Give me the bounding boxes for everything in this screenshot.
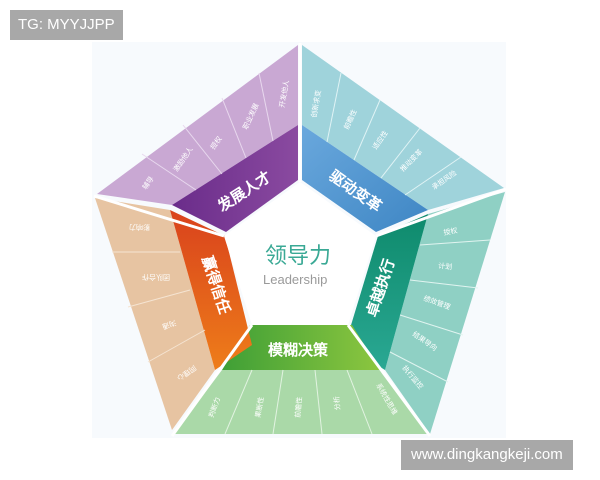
watermark-bottom: www.dingkangkeji.com bbox=[401, 440, 573, 470]
section-separators bbox=[93, 43, 507, 437]
section-earn-trust: 影响力 团队合作 沟通 同理心 赢得信任 bbox=[95, 198, 252, 430]
outer-band-earn-trust bbox=[95, 198, 215, 430]
dividers-fuzzy-decision bbox=[224, 369, 373, 435]
inner-band-excellent-execution bbox=[345, 214, 428, 370]
section-fuzzy-decision: 判断力 果断性 前瞻性 分析 系统性思维 模糊决策 bbox=[174, 325, 428, 435]
section-develop-talent: 辅导 激励他人 授权 职业发展 开发他人 发展人才 bbox=[97, 45, 298, 232]
watermark-top: TG: MYYJJPP bbox=[10, 10, 123, 40]
inner-band-earn-trust bbox=[170, 210, 252, 370]
inner-band-drive-change bbox=[302, 125, 428, 232]
section-drive-change: 创新求变 前瞻性 适应性 推动变革 承担风险 驱动变革 bbox=[302, 45, 504, 232]
outer-band-excellent-execution bbox=[385, 192, 505, 434]
inner-band-develop-talent bbox=[172, 125, 298, 232]
item-label: 影响力 bbox=[129, 223, 150, 232]
section-excellent-execution: 授权 计划 绩效管理 结果导向 执行监控 卓越执行 bbox=[345, 192, 505, 434]
item-label: 前瞻性 bbox=[293, 396, 304, 418]
dividers-drive-change bbox=[326, 72, 462, 196]
inner-band-fuzzy-decision bbox=[222, 325, 380, 370]
outer-band-develop-talent bbox=[97, 45, 298, 205]
dividers-develop-talent bbox=[141, 72, 274, 191]
item-label: 分析 bbox=[332, 396, 342, 411]
center-title: 领导力 bbox=[265, 244, 331, 269]
item-label: 计划 bbox=[438, 261, 453, 271]
dividers-excellent-execution bbox=[389, 239, 491, 383]
center-subtitle: Leadership bbox=[263, 272, 327, 287]
outer-band-drive-change bbox=[302, 45, 504, 210]
dividers-earn-trust bbox=[112, 251, 206, 363]
section-title-fuzzy-decision: 模糊决策 bbox=[268, 341, 329, 359]
item-label: 团队合作 bbox=[142, 273, 170, 282]
item-label: 果断性 bbox=[253, 396, 266, 418]
center-pentagon bbox=[224, 182, 376, 325]
outer-band-fuzzy-decision bbox=[174, 370, 428, 434]
item-label: 授权 bbox=[443, 226, 458, 237]
